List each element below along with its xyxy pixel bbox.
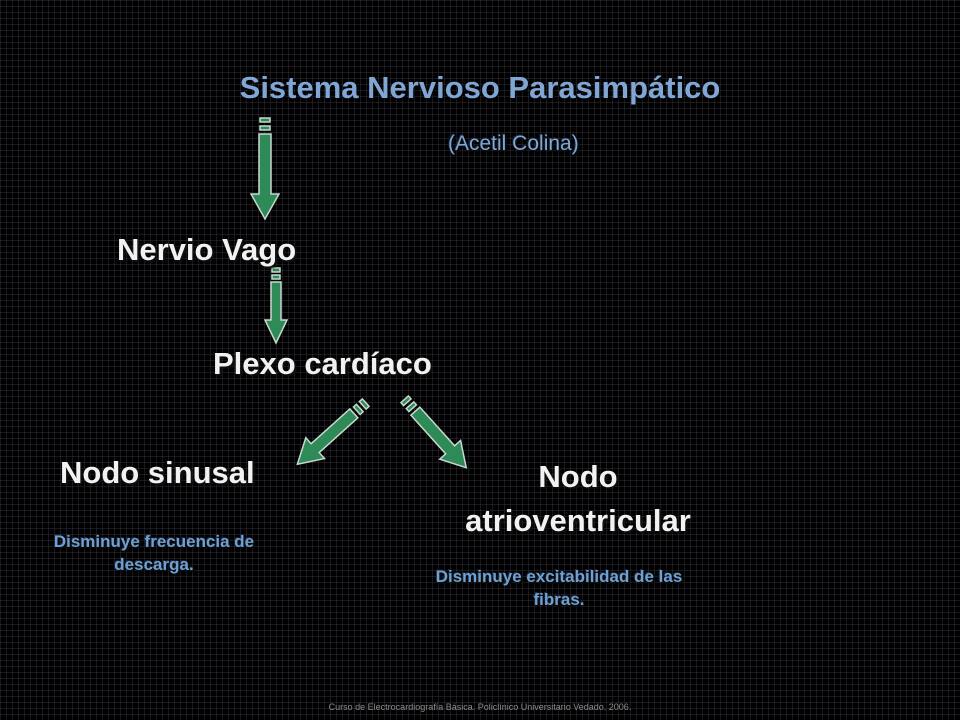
node-nodo-atrioventricular: Nodo atrioventricular: [465, 459, 691, 538]
arrow-plexo-to-sinusal: [296, 397, 371, 466]
node-nervio-vago: Nervio Vago: [117, 232, 297, 267]
arrow-vago-to-plexo: [263, 267, 289, 345]
node-plexo-cardiaco: Plexo cardíaco: [213, 346, 432, 381]
arrow-title-to-vago: [249, 117, 281, 221]
effect-av: Disminuye excitabilidad de las fibras.: [435, 567, 683, 609]
footer-credit: Curso de Electrocardiografía Básica. Pol…: [328, 702, 632, 712]
diagram-title: Sistema Nervioso Parasimpático: [239, 70, 721, 105]
node-nodo-sinusal: Nodo sinusal: [60, 455, 255, 490]
neurotransmitter-label: (Acetil Colina): [448, 132, 579, 155]
effect-sinusal: Disminuye frecuencia de descarga.: [53, 532, 255, 574]
arrow-plexo-to-av: [399, 394, 468, 469]
